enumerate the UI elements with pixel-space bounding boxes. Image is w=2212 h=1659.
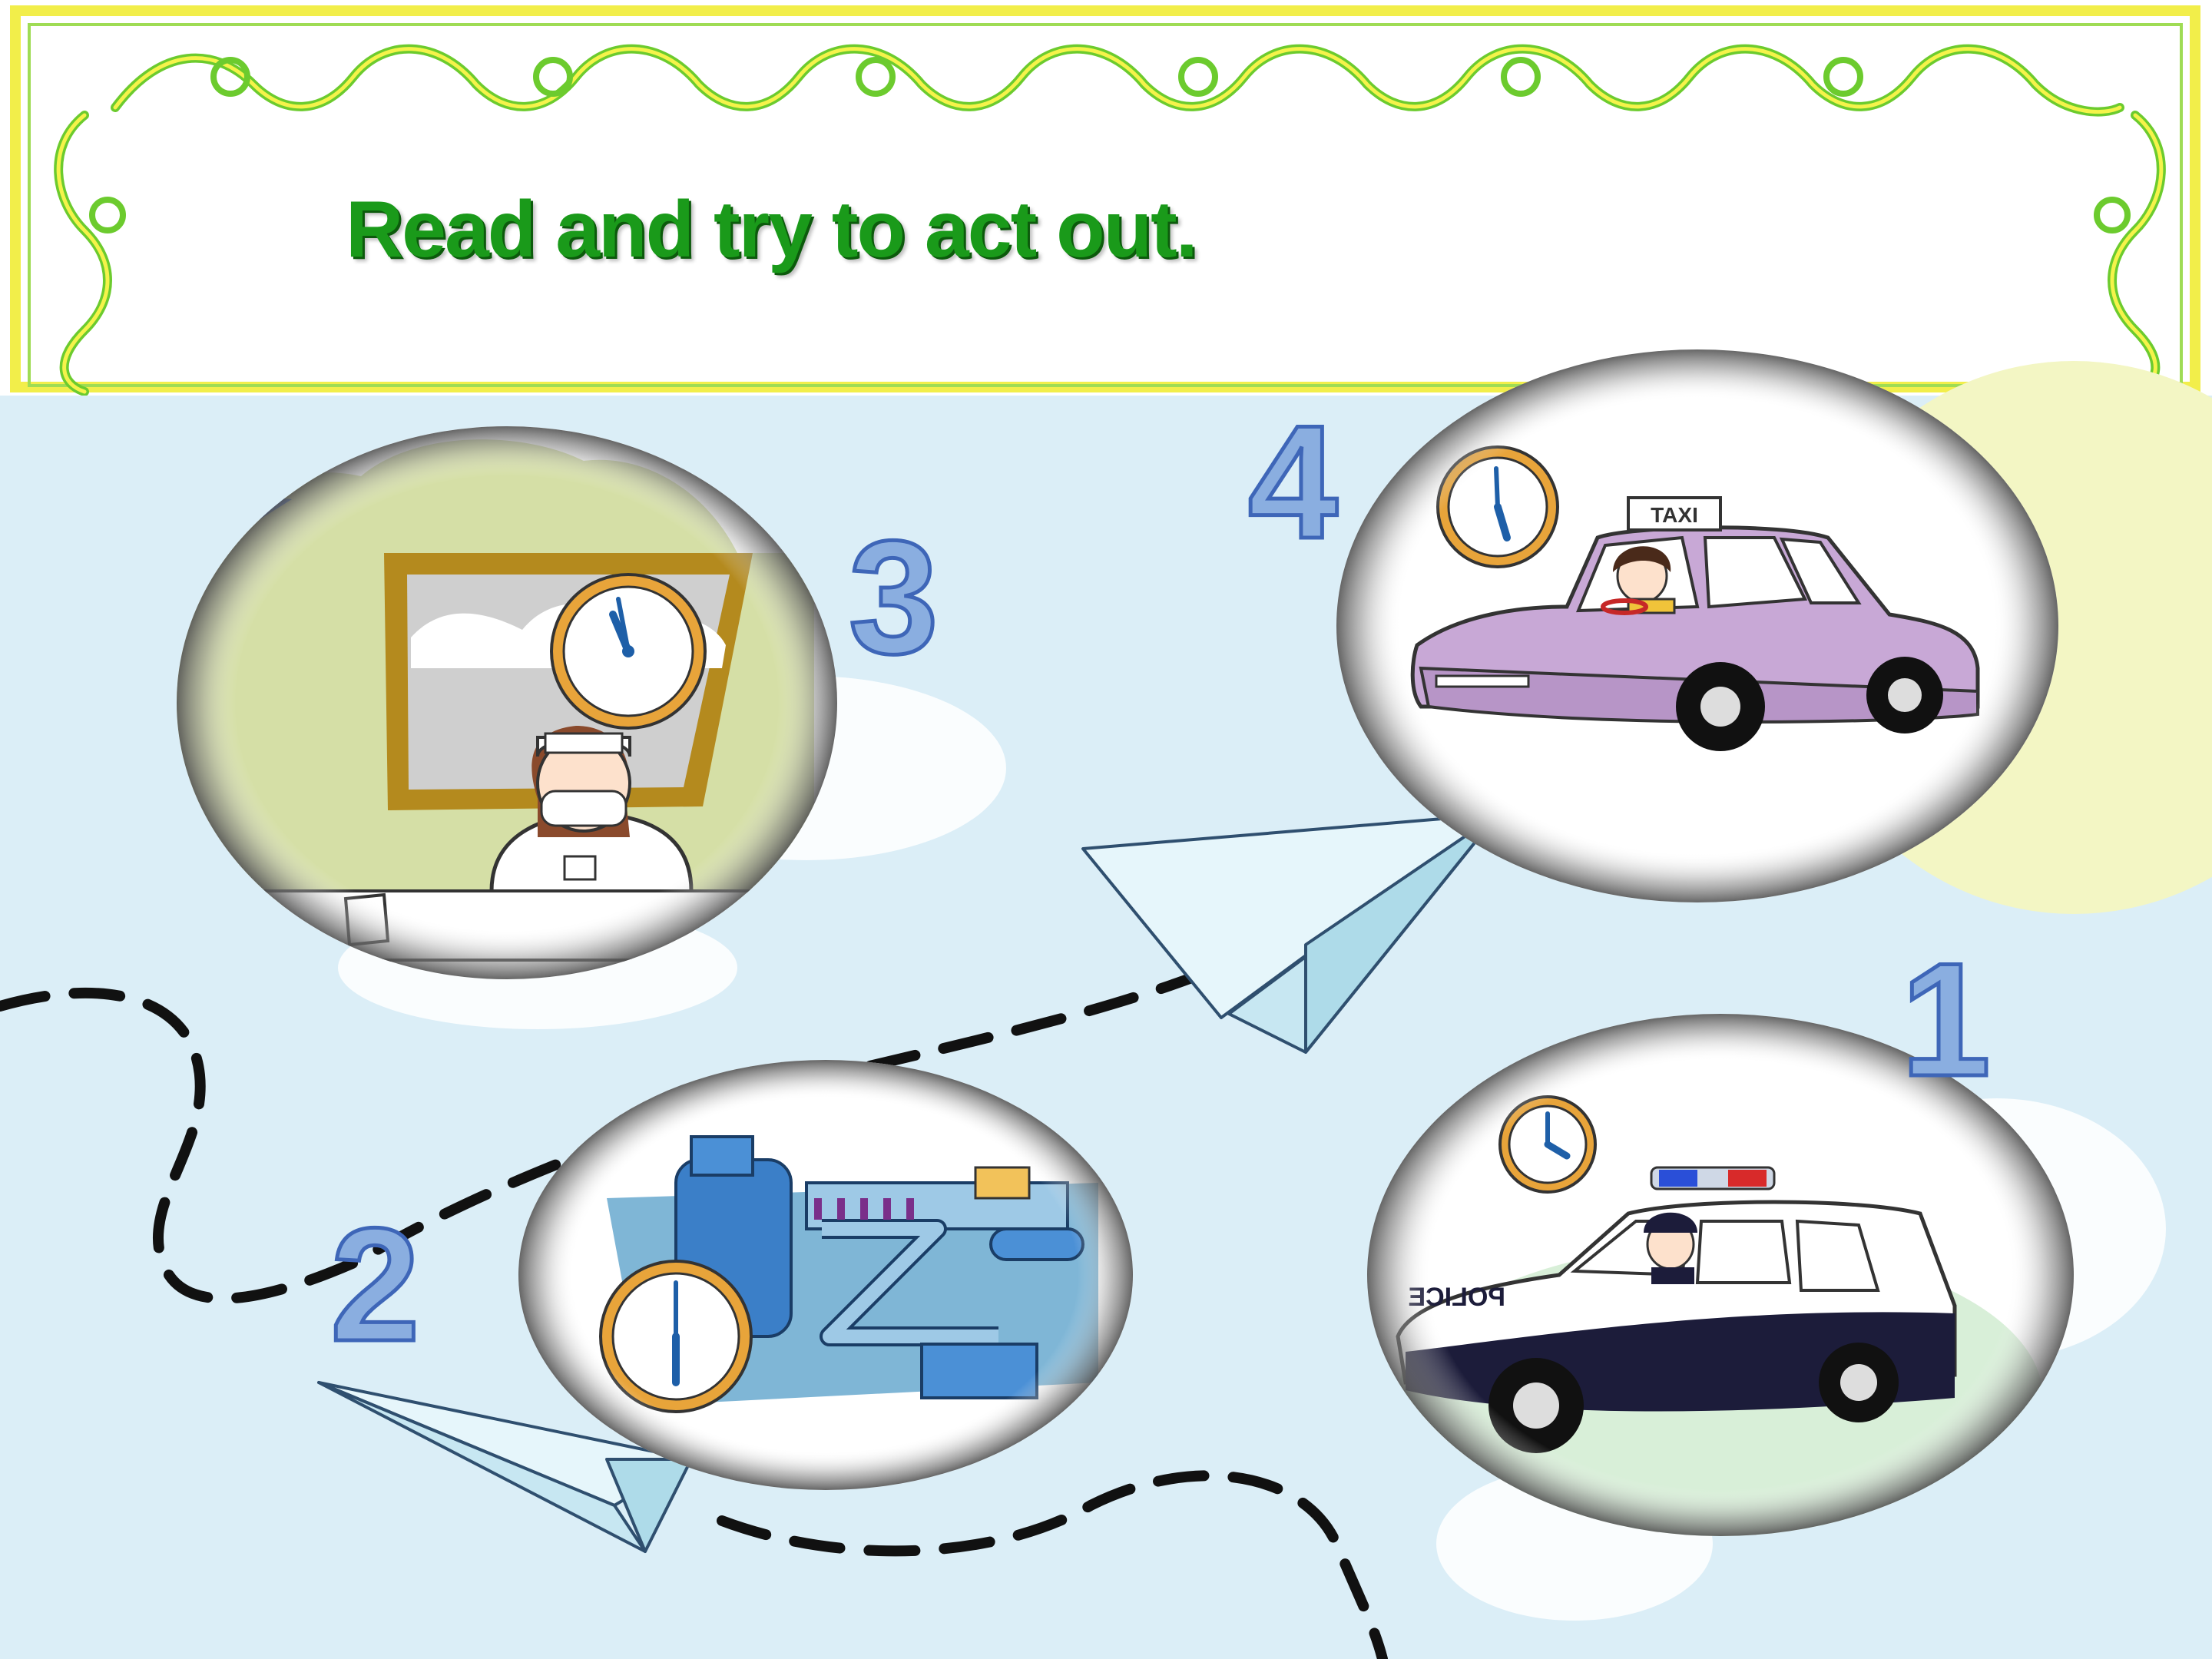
scene-number-1: 1 <box>1901 929 1991 1110</box>
scene-number-4: 4 <box>1248 392 1338 572</box>
header-frame <box>0 0 2212 399</box>
scene-2-factory[interactable] <box>518 1060 1133 1490</box>
paper-plane-upper <box>1081 813 1499 1054</box>
dashed-route <box>0 970 1204 1304</box>
dashed-route-lower <box>717 1470 1388 1659</box>
scene-4-taxi[interactable]: TAXI <box>1336 349 2058 902</box>
paper-plane-lower <box>317 1381 693 1553</box>
scene-number-3: 3 <box>849 507 939 687</box>
scene-1-police[interactable]: POLICE <box>1367 1014 2074 1551</box>
scene-number-2: 2 <box>330 1194 420 1375</box>
slide-title: Read and try to act out. <box>346 185 1198 274</box>
scene-3-hospital[interactable] <box>154 415 845 1029</box>
